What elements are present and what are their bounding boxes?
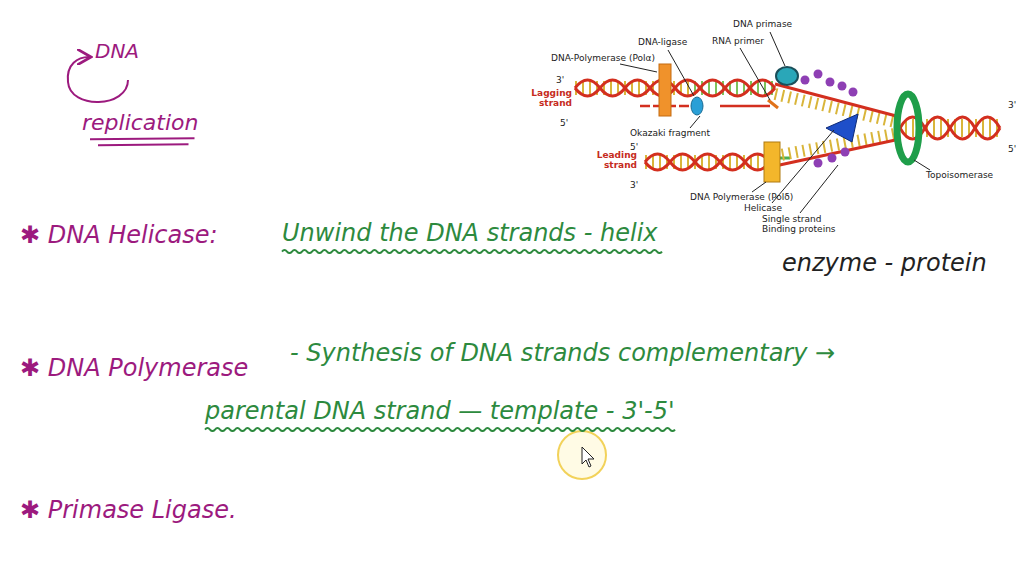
underline <box>98 144 189 145</box>
part-label: 3' <box>630 180 638 190</box>
part-label: Lagging strand <box>528 88 572 109</box>
topoisomerase <box>897 94 919 162</box>
part-label: 3' <box>556 75 564 85</box>
part-label: Helicase <box>744 203 782 213</box>
part-label: 5' <box>1008 144 1016 154</box>
note-text: ✱ DNA Polymerase <box>20 355 248 383</box>
part-label: Leading strand <box>593 150 637 171</box>
note-text: DNA <box>95 40 139 63</box>
part-label: DNA primase <box>733 19 792 29</box>
part-label: 3' <box>1008 100 1016 110</box>
part-label: DNA Polymerase (Polδ) <box>690 192 793 202</box>
part-label: Topoisomerase <box>926 170 993 180</box>
part-label: DNA-Polymerase (Polα) <box>551 53 655 63</box>
note-text: Unwind the DNA strands - helix <box>282 220 658 248</box>
primase <box>776 67 798 85</box>
cursor-pointer <box>582 447 594 467</box>
part-label: 5' <box>560 118 568 128</box>
helicase <box>826 114 858 142</box>
part-label: RNA primer <box>712 36 764 46</box>
note-text: enzyme - protein <box>782 250 987 278</box>
underline <box>282 250 662 253</box>
underline <box>205 428 675 431</box>
polymerase-alpha <box>659 64 671 116</box>
note-text: ✱ Primase Ligase. <box>20 497 237 525</box>
note-text: ✱ DNA Helicase: <box>20 222 218 250</box>
part-label: DNA-ligase <box>638 37 687 47</box>
note-text: parental DNA strand — template - 3'-5' <box>205 398 675 426</box>
ligase <box>691 97 703 115</box>
cursor-highlight <box>558 431 606 479</box>
note-text: - Synthesis of DNA strands complementary… <box>290 340 835 368</box>
part-label: Okazaki fragment <box>630 128 710 138</box>
note-text: replication <box>82 110 199 135</box>
cycle-arrow <box>68 57 128 102</box>
part-label: Single strand Binding proteins <box>762 214 838 235</box>
ssb-proteins <box>801 70 858 168</box>
polymerase-delta <box>764 142 780 182</box>
underline <box>90 138 195 139</box>
